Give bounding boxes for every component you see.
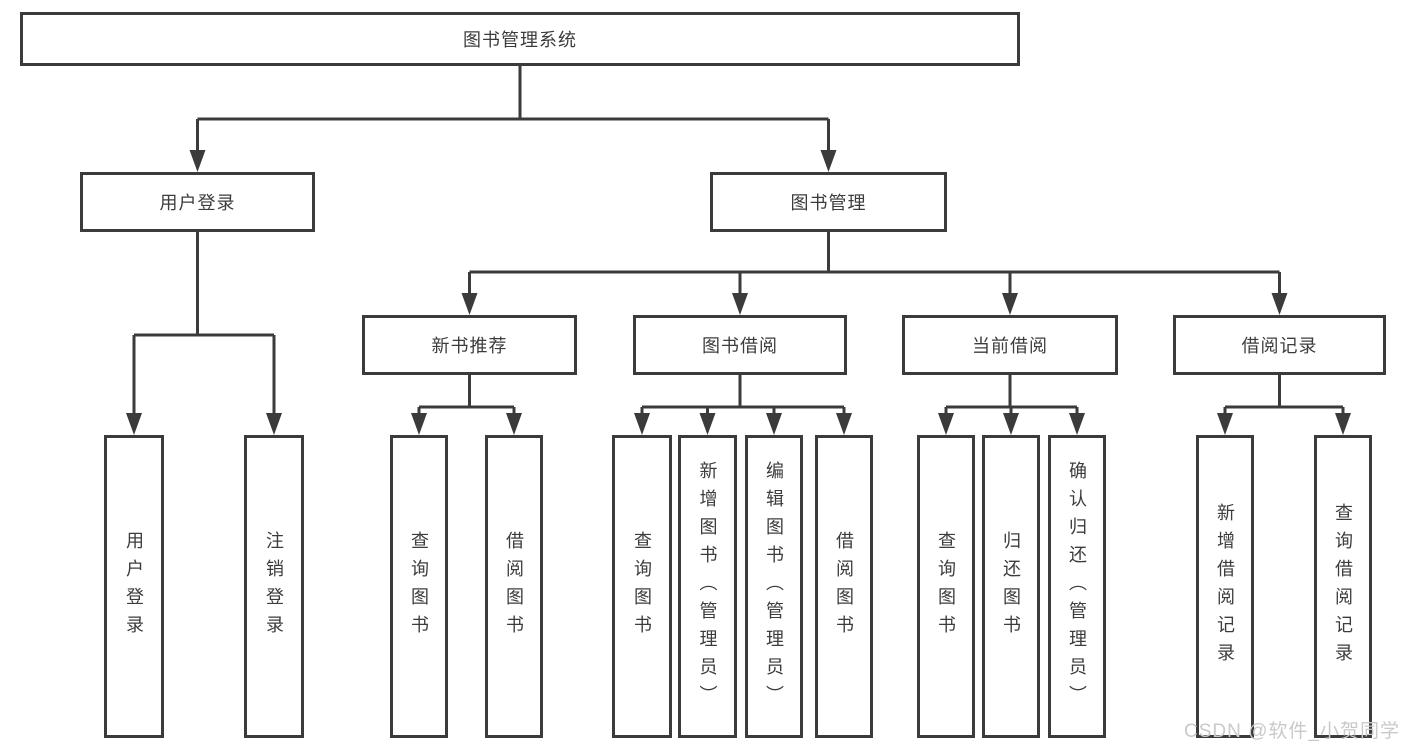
node-root: 图书管理系统 [20, 12, 1020, 66]
leaf-borrow-query-books: 查询图书 [612, 435, 672, 738]
leaf-current-return-books: 归还图书 [982, 435, 1040, 738]
leaf-records-add-record: 新增借阅记录 [1196, 435, 1254, 738]
node-user-login: 用户登录 [80, 172, 315, 232]
node-current-borrow: 当前借阅 [902, 315, 1118, 375]
leaf-newbook-borrow-books: 借阅图书 [485, 435, 543, 738]
csdn-watermark: CSDN @软件_小贺同学 [1184, 721, 1400, 742]
node-book-borrow: 图书借阅 [633, 315, 847, 375]
leaf-borrow-add-books-admin: 新增图书（管理员） [678, 435, 737, 738]
arrowheads [126, 150, 1351, 435]
leaf-user-login: 用户登录 [104, 435, 164, 738]
leaf-current-confirm-return-admin: 确认归还（管理员） [1048, 435, 1106, 738]
leaf-logout: 注销登录 [244, 435, 304, 738]
leaf-newbook-query-books: 查询图书 [390, 435, 448, 738]
node-new-book-recommend: 新书推荐 [362, 315, 577, 375]
leaf-current-query-books: 查询图书 [917, 435, 975, 738]
node-borrow-records: 借阅记录 [1173, 315, 1386, 375]
leaf-borrow-borrow-books: 借阅图书 [815, 435, 873, 738]
connector-lines [132, 66, 1345, 414]
node-book-management: 图书管理 [710, 172, 947, 232]
leaf-borrow-edit-books-admin: 编辑图书（管理员） [745, 435, 803, 738]
leaf-records-query-record: 查询借阅记录 [1314, 435, 1372, 738]
